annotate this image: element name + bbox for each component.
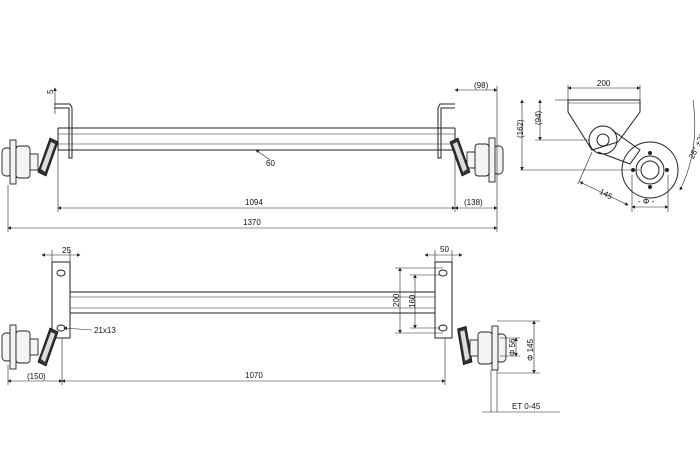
dim-offset: (98) [474,81,489,90]
side-view: 200 (94) (162) 28° ±2° 145 - Φ - [516,79,700,212]
dim-height-outer: (162) [516,119,525,138]
arm-left-bottom [37,327,59,367]
arm-left [37,137,59,177]
dim-total: 1370 [243,218,261,227]
dim-slot: 21x13 [94,326,116,335]
axle-tube-bottom [70,291,435,314]
dim-arm: 145 [598,187,614,201]
dim-diameter: - Φ - [638,197,654,206]
dim-hole-outer: 200 [392,293,401,307]
bracket-right [437,103,455,159]
bottom-view: 25 50 200 160 21x13 (150) 1070 Φ 145 Φ 5… [1,245,560,413]
dim-plate-span: 1070 [245,371,263,380]
hub-right [466,137,504,183]
dim-bracket-span: 1094 [245,198,263,207]
dim-hub-inner: Φ 56 [508,338,517,356]
top-view: 5 (98) 60 1094 (138) 1370 [1,81,504,232]
hub-left [1,139,39,185]
bracket-left [54,103,73,159]
dim-bracket-thickness: 5 [46,89,55,94]
torsion-arm [588,125,641,165]
dim-hub-outer: Φ 145 [526,338,535,361]
plate-left [51,261,71,339]
dim-height-inner: (94) [534,110,543,125]
dim-angle: 28° ±2° [687,133,700,161]
hub-right-bottom [469,325,507,371]
dim-tube: 60 [266,159,275,168]
dim-hole-inner: 160 [408,294,417,308]
plate-right [434,261,453,339]
dim-et: ET 0-45 [512,402,541,411]
dim-outer-offset: (138) [464,198,483,207]
dim-plate-right: 50 [440,245,449,254]
hub-left-bottom [1,324,39,370]
dim-left-offset: (150) [27,372,46,381]
dim-bracket-width: 200 [597,79,611,88]
dim-plate-left: 25 [62,246,71,255]
axle-tube [57,127,456,151]
